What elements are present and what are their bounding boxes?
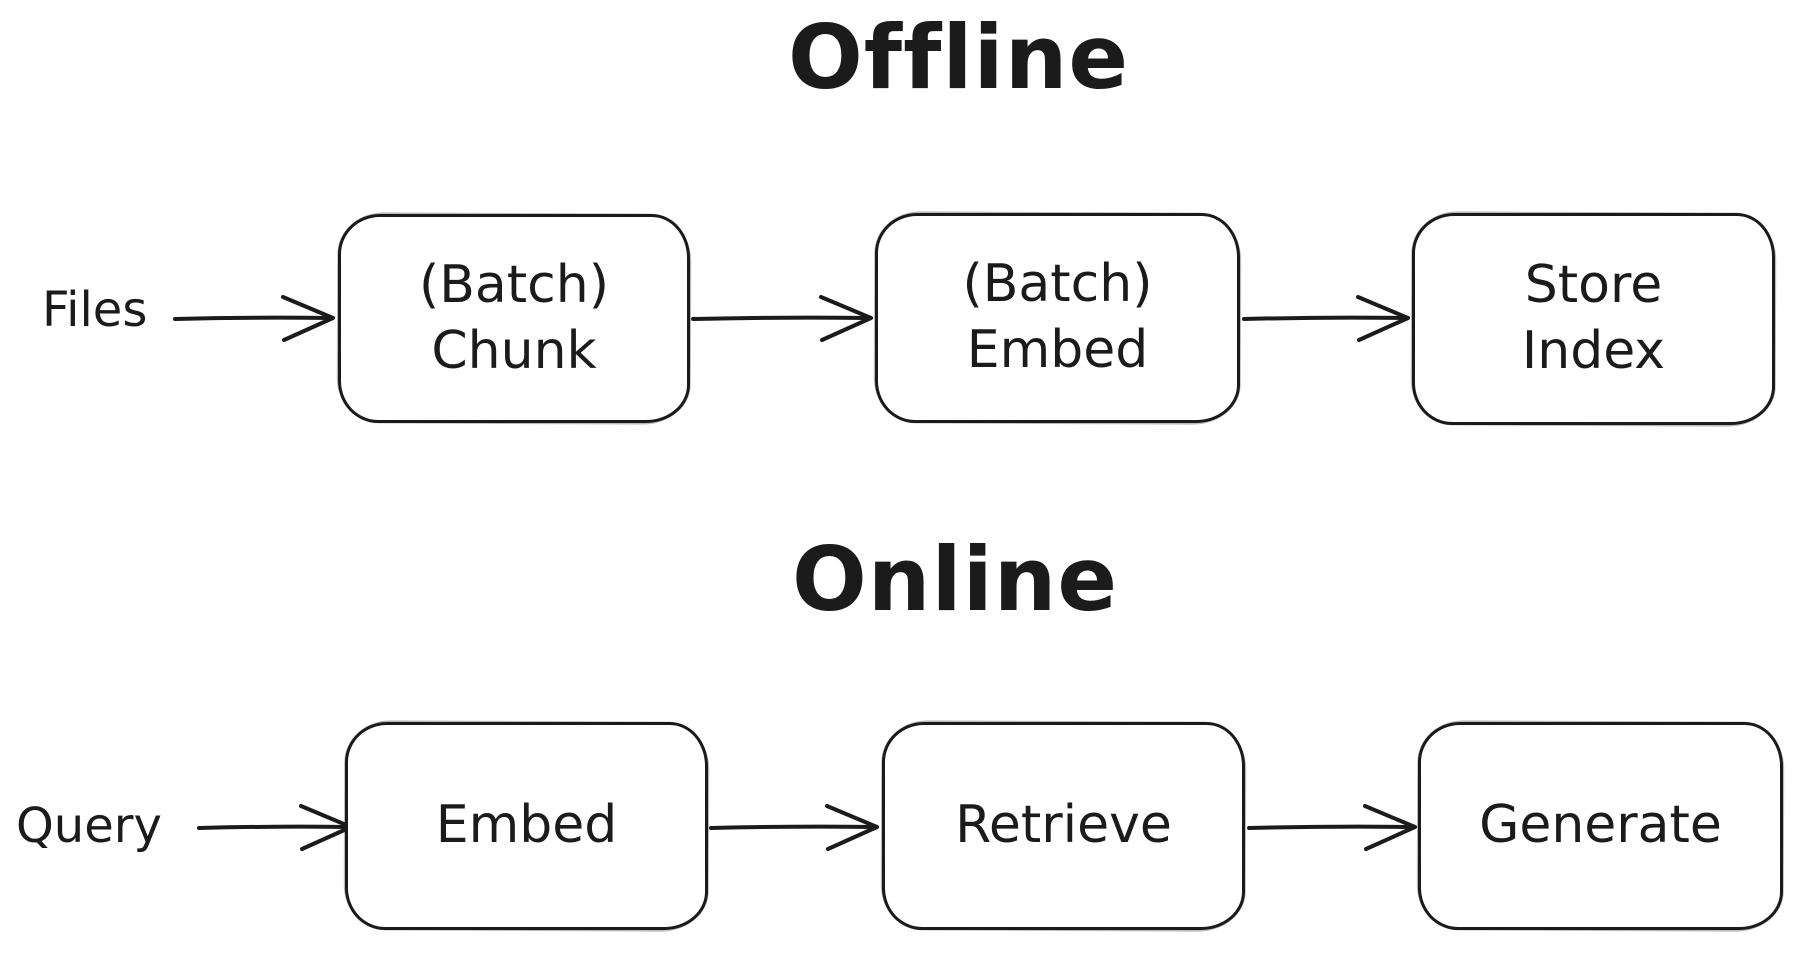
node-generate: Generate	[1418, 722, 1783, 930]
arrow-embed-to-retrieve	[709, 804, 879, 851]
node-retrieve-label: Retrieve	[955, 795, 1172, 856]
node-generate-label: Generate	[1479, 795, 1722, 856]
node-store-index: Store Index	[1412, 213, 1775, 425]
arrow-files-to-chunk	[173, 295, 335, 342]
node-embed: Embed	[345, 722, 708, 930]
node-embed-label: Embed	[435, 795, 618, 856]
query-source-label: Query	[16, 798, 162, 854]
online-section-title: Online	[792, 528, 1119, 631]
node-store-index-label: Store Index	[1521, 255, 1666, 381]
node-batch-chunk: (Batch) Chunk	[338, 214, 690, 423]
arrow-embed-to-store	[1242, 295, 1410, 342]
node-batch-chunk-label: (Batch) Chunk	[418, 254, 610, 381]
arrow-chunk-to-embed	[691, 295, 873, 342]
arrow-query-to-embed	[197, 804, 353, 851]
node-batch-embed: (Batch) Embed	[875, 213, 1240, 423]
files-source-label: Files	[42, 282, 148, 338]
node-batch-embed-label: (Batch) Embed	[962, 254, 1153, 380]
node-retrieve: Retrieve	[882, 722, 1245, 930]
arrow-retrieve-to-generate	[1247, 804, 1417, 851]
offline-section-title: Offline	[788, 6, 1130, 109]
